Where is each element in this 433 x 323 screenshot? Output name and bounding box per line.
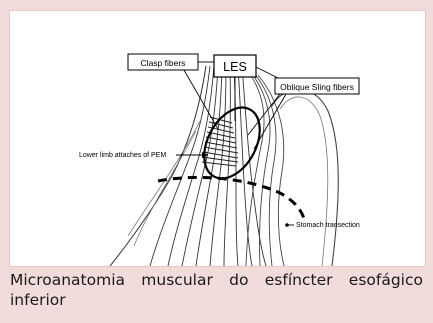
- anatomy-figure: LES Clasp fibers Oblique Sling fibers Lo…: [9, 10, 426, 267]
- lower-limb-label: Lower limb attaches of PEM: [79, 152, 166, 159]
- sling-oval: [193, 98, 271, 188]
- stomach-dot: [285, 223, 289, 227]
- figure-caption: Microanatomia muscular do esfíncter esof…: [10, 270, 423, 310]
- sling-fibers: [246, 69, 284, 266]
- transection-dashed-line: [158, 177, 304, 219]
- oblique-label: Oblique Sling fibers: [280, 82, 354, 92]
- clasp-label: Clasp fibers: [141, 58, 186, 68]
- stomach-outline: [272, 89, 338, 266]
- stomach-inner-outline: [280, 97, 328, 266]
- esophagus-left-wall: [110, 66, 206, 266]
- les-label: LES: [223, 60, 247, 74]
- esophagus-fibers: [150, 66, 266, 266]
- esophageal-sphincter-diagram: LES Clasp fibers Oblique Sling fibers Lo…: [10, 11, 425, 266]
- stomach-label: Stomach transection: [296, 222, 360, 229]
